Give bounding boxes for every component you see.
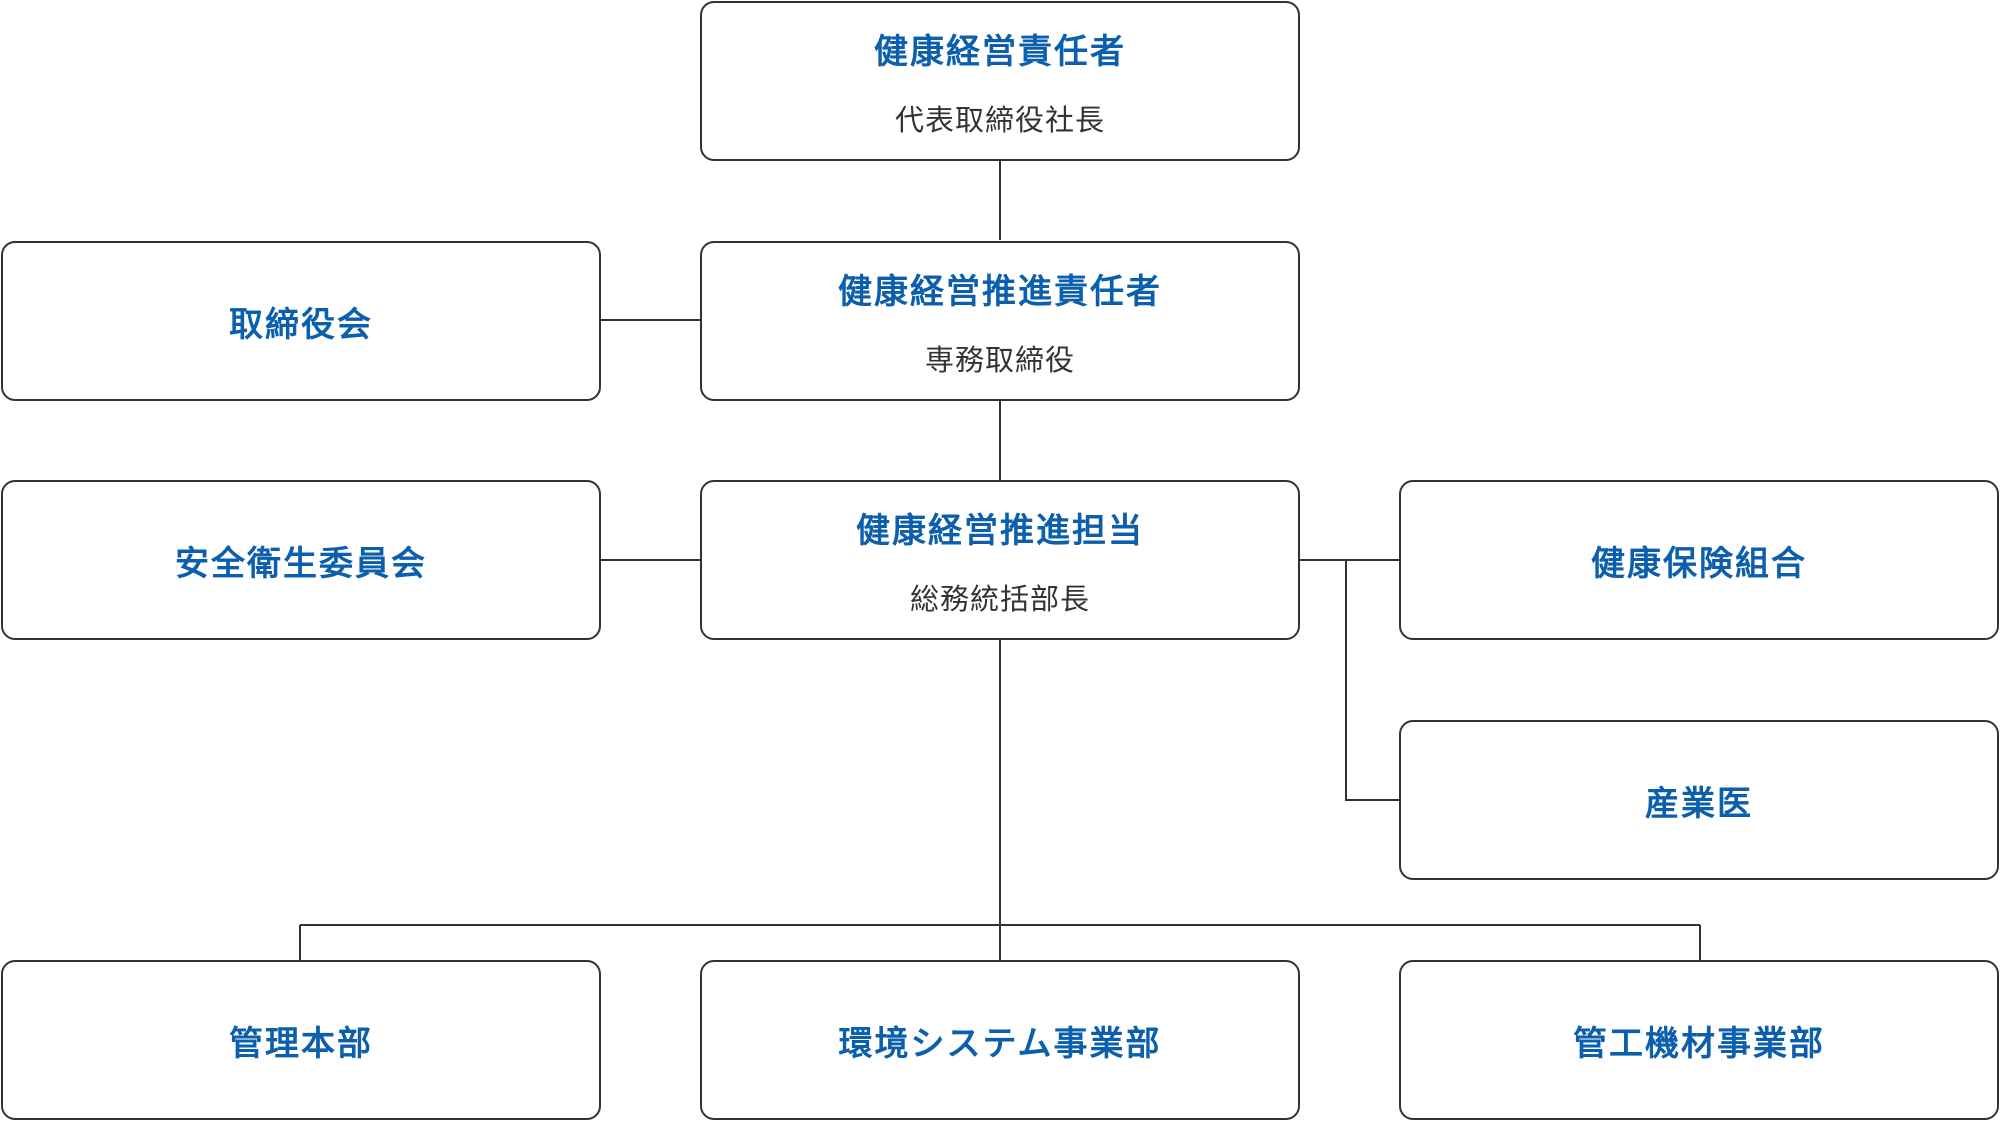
node-subtitle: 専務取締役 xyxy=(924,342,1075,377)
node-admin-division: 管理本部 xyxy=(1,960,601,1120)
node-title: 取締役会 xyxy=(229,304,373,345)
node-title: 環境システム事業部 xyxy=(838,1023,1162,1064)
node-title: 管工機材事業部 xyxy=(1573,1023,1825,1064)
node-health-management-officer: 健康経営責任者 代表取締役社長 xyxy=(700,1,1300,161)
node-title: 管理本部 xyxy=(229,1023,373,1064)
node-title: 健康経営責任者 xyxy=(874,31,1126,72)
node-pipe-materials-division: 管工機材事業部 xyxy=(1399,960,1999,1120)
node-health-promotion-staff: 健康経営推進担当 総務統括部長 xyxy=(700,480,1300,640)
node-safety-health-committee: 安全衛生委員会 xyxy=(1,480,601,640)
node-title: 安全衛生委員会 xyxy=(175,543,427,584)
node-industrial-physician: 産業医 xyxy=(1399,720,1999,880)
node-title: 産業医 xyxy=(1645,783,1753,824)
node-title: 健康保険組合 xyxy=(1591,543,1807,584)
node-title: 健康経営推進責任者 xyxy=(838,271,1162,312)
node-title: 健康経営推進担当 xyxy=(856,510,1144,551)
node-subtitle: 総務統括部長 xyxy=(909,581,1090,616)
connector-industrial-physician xyxy=(1345,560,1400,801)
node-health-promotion-officer: 健康経営推進責任者 専務取締役 xyxy=(700,241,1300,401)
node-environment-systems-division: 環境システム事業部 xyxy=(700,960,1300,1120)
node-board-of-directors: 取締役会 xyxy=(1,241,601,401)
node-subtitle: 代表取締役社長 xyxy=(894,102,1105,137)
node-health-insurance-union: 健康保険組合 xyxy=(1399,480,1999,640)
